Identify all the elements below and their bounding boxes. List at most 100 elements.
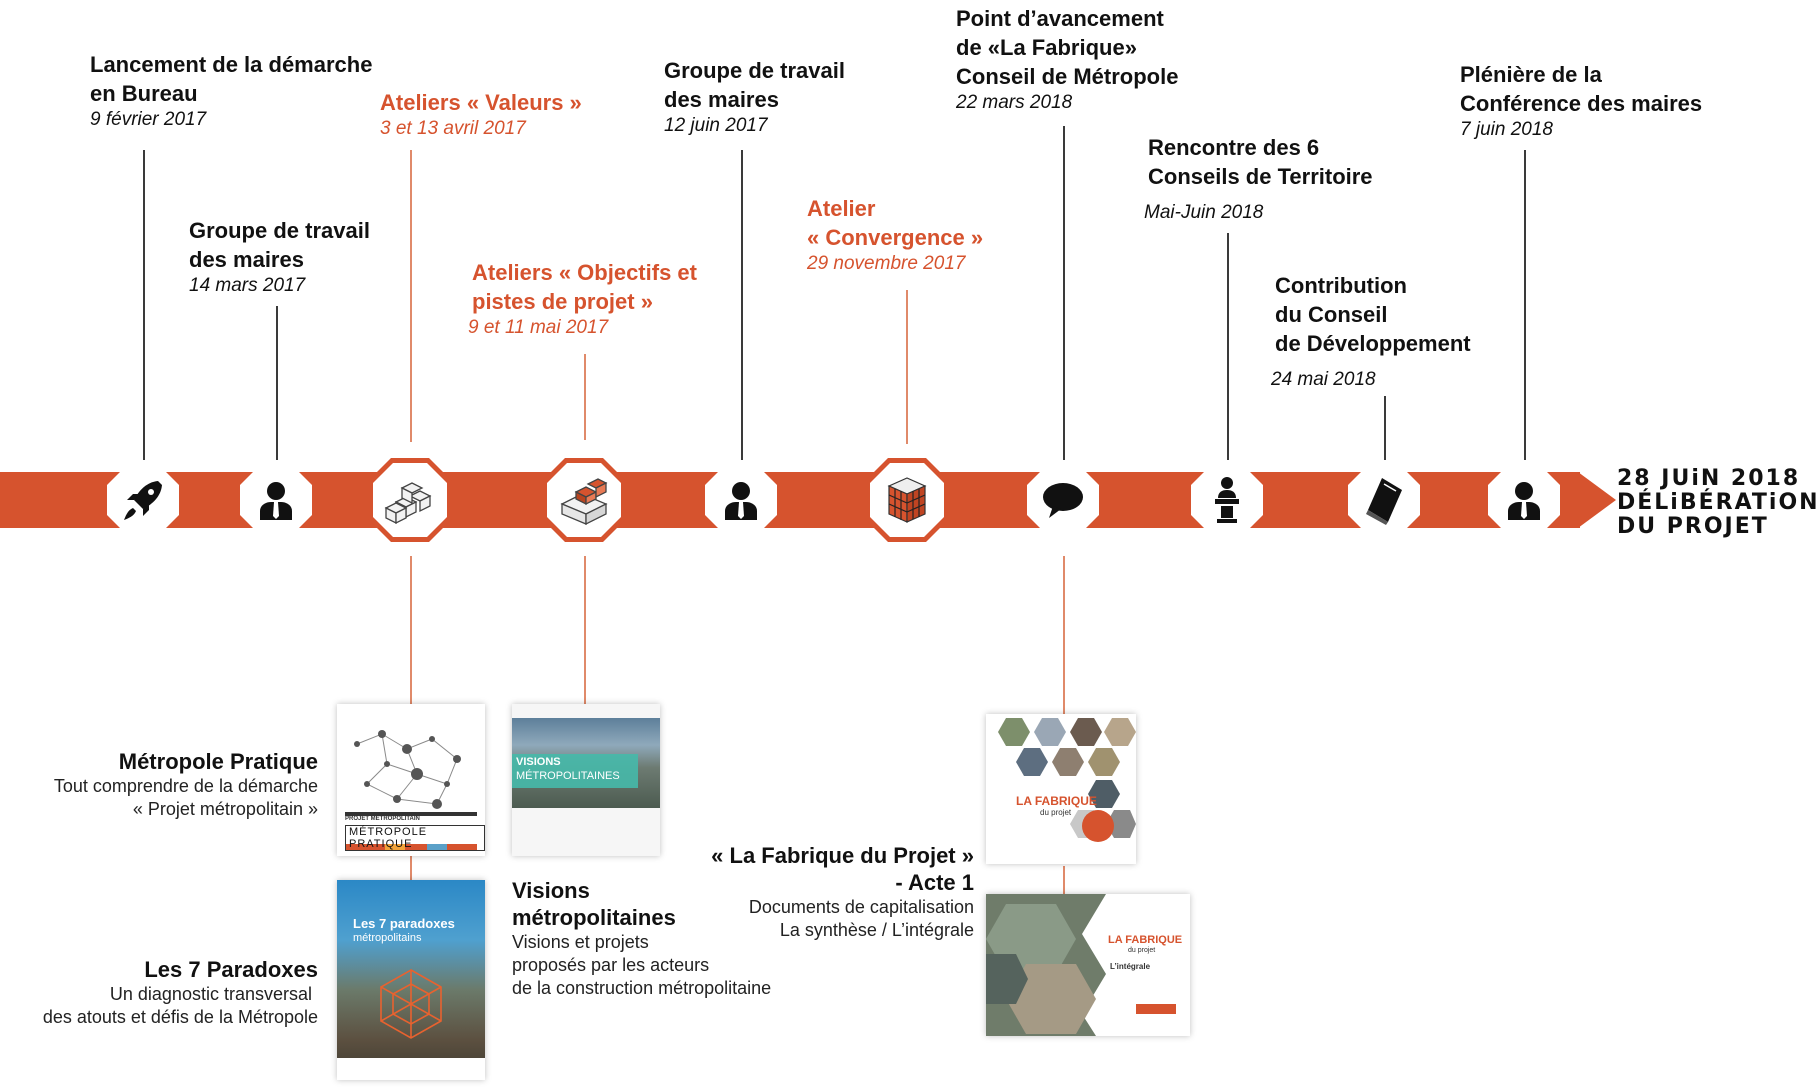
milestone-node <box>1348 464 1420 536</box>
cover-paradoxes: Les 7 paradoxes métropolitains <box>337 880 485 1080</box>
event-groupe-mars: Groupe de travail des maires 14 mars 201… <box>189 216 370 298</box>
connector-line <box>410 150 412 442</box>
connector-line <box>741 150 743 460</box>
connector-line <box>410 556 412 704</box>
publication-desc: Tout comprendre de la démarche <box>53 776 318 796</box>
event-title: des maires <box>664 87 779 112</box>
event-title: Groupe de travail <box>664 58 845 83</box>
network-map-illustration <box>345 730 477 850</box>
milestone-node <box>240 464 312 536</box>
connector-line <box>906 290 908 444</box>
event-title: « Convergence » <box>807 225 984 250</box>
cover-fabrique-synthese: LA FABRIQUE du projet <box>986 714 1136 864</box>
final-label: DU PROJET <box>1617 514 1769 539</box>
connector-line <box>1063 866 1065 894</box>
event-title: de Développement <box>1275 331 1471 356</box>
event-point-avancement: Point d’avancement de «La Fabrique» Cons… <box>956 4 1178 115</box>
event-pleniere: Plénière de la Conférence des maires 7 j… <box>1460 60 1702 142</box>
connector-line <box>584 556 586 704</box>
publication-title: Les 7 Paradoxes <box>144 957 318 982</box>
connector-line <box>1063 556 1065 716</box>
event-title: en Bureau <box>90 81 198 106</box>
publication-desc: des atouts et défis de la Métropole <box>42 1007 318 1027</box>
event-title: Ateliers « Objectifs et <box>472 260 697 285</box>
event-date: Mai-Juin 2018 <box>1144 202 1264 223</box>
person-icon <box>260 482 292 520</box>
cover-label: L’intégrale <box>1110 962 1151 971</box>
event-date: 7 juin 2018 <box>1460 119 1553 140</box>
event-date: 9 et 11 mai 2017 <box>468 317 609 338</box>
milestone-node <box>1488 464 1560 536</box>
photo-mosaic-illustration <box>998 718 1136 842</box>
cover-logo-sub: du projet <box>1128 947 1156 954</box>
connector-line <box>143 150 145 460</box>
event-convergence: Atelier « Convergence » 29 novembre 2017 <box>807 194 983 276</box>
milestone-node <box>107 464 179 536</box>
publication-title: Visions <box>512 878 590 903</box>
timeline-arrow <box>1578 472 1616 528</box>
rocket-icon <box>124 481 162 520</box>
cover-title: MÉTROPOLITAINES <box>516 770 620 782</box>
cover-fabrique-integrale: LA FABRIQUE du projet L’intégrale <box>986 894 1190 1036</box>
publication-desc: La synthèse / L’intégrale <box>779 920 974 940</box>
book-icon <box>1366 478 1402 525</box>
publication-paradoxes: Les 7 Paradoxes Un diagnostic transversa… <box>0 956 318 1029</box>
cover-title: VISIONS <box>516 756 561 768</box>
cover-title: MÉTROPOLE PRATIQUE <box>345 825 485 851</box>
timeline-band <box>0 472 1580 528</box>
event-title: Lancement de la démarche <box>90 52 373 77</box>
cover-title: métropolitains <box>353 932 422 944</box>
event-valeurs: Ateliers « Valeurs » 3 et 13 avril 2017 <box>380 88 582 141</box>
milestone-node <box>705 464 777 536</box>
event-title: Conférence des maires <box>1460 91 1703 116</box>
cover-header: PROJET MÉTROPOLITAIN <box>345 816 420 822</box>
milestone-node <box>865 458 949 542</box>
connector-line <box>1063 126 1065 460</box>
final-milestone: 28 JUiN 2018 DÉLiBÉRATiON DU PROJET <box>1617 467 1820 539</box>
event-date: 12 juin 2017 <box>664 115 768 136</box>
milestone-node <box>1027 464 1099 536</box>
hexagon-illustration <box>337 969 485 1080</box>
event-date: 24 mai 2018 <box>1271 369 1376 390</box>
event-date: 3 et 13 avril 2017 <box>380 118 526 139</box>
publication-desc: « Projet métropolitain » <box>132 799 318 819</box>
cover-title: Les 7 paradoxes <box>353 916 455 931</box>
event-title: des maires <box>189 247 304 272</box>
event-title: pistes de projet » <box>472 289 653 314</box>
event-title: Plénière de la <box>1460 62 1602 87</box>
cover-visions: VISIONS MÉTROPOLITAINES <box>512 704 660 856</box>
event-date: 29 novembre 2017 <box>807 253 966 274</box>
connector-line <box>1524 150 1526 460</box>
blocks-stack-icon <box>560 478 608 526</box>
event-title: Conseil de Métropole <box>956 64 1179 89</box>
event-date: 14 mars 2017 <box>189 275 306 296</box>
cover-logo-sub: du projet <box>1040 808 1072 817</box>
milestone-node <box>542 458 626 542</box>
publication-desc: proposés par les acteurs <box>512 955 710 975</box>
publication-metropole-pratique: Métropole Pratique Tout comprendre de la… <box>0 748 318 821</box>
publication-desc: Un diagnostic transversal <box>109 984 312 1004</box>
event-title: Atelier <box>807 196 876 221</box>
cube-icon <box>887 477 927 523</box>
cover-logo: LA FABRIQUE <box>1016 794 1097 808</box>
publication-title: Métropole Pratique <box>118 749 318 774</box>
event-contribution: Contribution du Conseil de Développement… <box>1271 271 1471 392</box>
milestone-node <box>1191 464 1263 536</box>
person-icon <box>725 482 757 520</box>
event-date: 22 mars 2018 <box>956 92 1073 113</box>
publication-title: métropolitaines <box>512 905 676 930</box>
person-icon <box>1508 482 1540 520</box>
event-date: 9 février 2017 <box>90 109 207 130</box>
final-date: 28 JUiN 2018 <box>1617 466 1801 491</box>
event-title: Groupe de travail <box>189 218 370 243</box>
blocks-icon <box>384 482 432 525</box>
cover-logo: LA FABRIQUE <box>1108 934 1183 946</box>
speech-bubble-icon <box>1043 483 1083 518</box>
final-label: DÉLiBÉRATiON <box>1617 490 1820 515</box>
event-title: Point d’avancement <box>956 6 1164 31</box>
publication-desc: Documents de capitalisation <box>748 897 974 917</box>
event-groupe-juin: Groupe de travail des maires 12 juin 201… <box>664 56 845 138</box>
connector-line <box>1384 396 1386 460</box>
event-title: Ateliers « Valeurs » <box>380 90 582 115</box>
cover-metropole-pratique: PROJET MÉTROPOLITAIN MÉTROPOLE PRATIQUE <box>337 704 485 856</box>
